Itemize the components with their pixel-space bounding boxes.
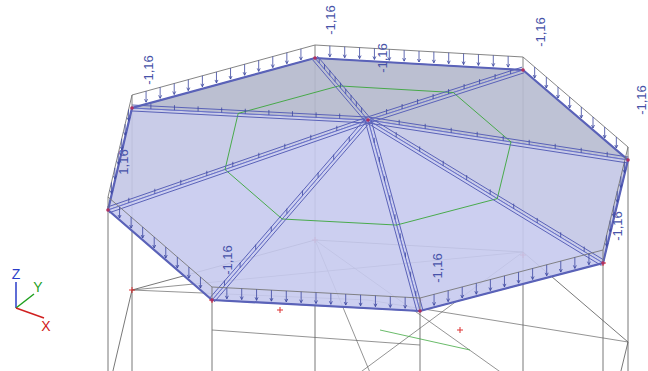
ridge-beams (107, 56, 628, 312)
fe-node (130, 106, 134, 110)
roof-faces (108, 58, 628, 311)
support-structure (108, 58, 628, 371)
fe-node (106, 208, 110, 212)
load-value: -1,16 (142, 55, 155, 85)
load-value: -1,16 (611, 211, 624, 241)
fe-node (601, 261, 605, 265)
load-value: -1,16 (221, 245, 234, 275)
load-value: -1,16 (324, 5, 337, 35)
load-value: -1,16 (534, 17, 547, 47)
axis-label: Z (12, 267, 21, 281)
fe-node (418, 309, 422, 313)
edge-beam (108, 58, 628, 311)
fe-node (210, 298, 214, 302)
load-value: 1,16 (117, 149, 130, 174)
load-value: -1,16 (635, 85, 648, 115)
fe-node (366, 118, 370, 122)
load-value: -1,16 (431, 253, 444, 283)
fe-node (626, 158, 630, 162)
load-lines (108, 45, 628, 311)
fe-node (521, 68, 525, 72)
fe-node (313, 56, 317, 60)
mesh-line (225, 86, 511, 225)
axis-label: Y (33, 280, 42, 294)
axis-label: X (41, 319, 50, 333)
load-value: -1,16 (376, 43, 389, 73)
